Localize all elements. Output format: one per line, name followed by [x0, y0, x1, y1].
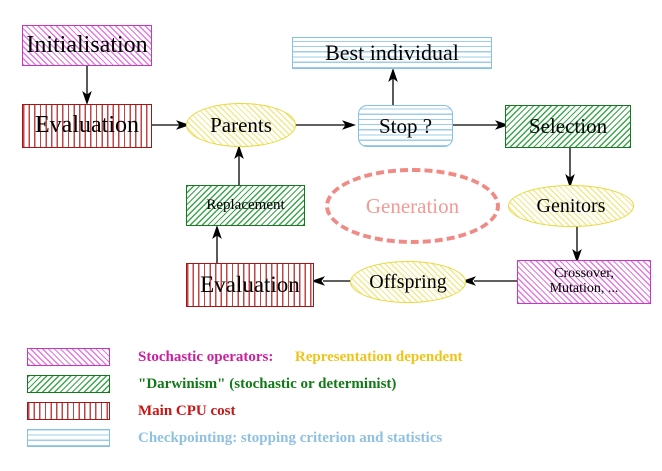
legend-row-main-cpu-cost: Main CPU cost [27, 402, 236, 420]
node-genitors[interactable]: Genitors [508, 185, 634, 227]
node-stop-label: Stop ? [378, 113, 433, 138]
legend-swatch-blue-horizontal-hatch [27, 429, 110, 447]
node-replacement[interactable]: Replacement [186, 185, 305, 226]
node-offspring-label: Offspring [369, 270, 447, 293]
edge-offspring-to-evaluation [311, 274, 355, 288]
node-stop[interactable]: Stop ? [358, 105, 453, 147]
node-evaluation-top[interactable]: Evaluation [22, 104, 152, 148]
edge-stop-to-best-individual [386, 68, 400, 106]
node-parents[interactable]: Parents [186, 103, 296, 147]
edge-selection-to-genitors [563, 147, 577, 189]
legend-swatch-red-vertical-hatch [27, 402, 110, 420]
legend-label-main-cpu-cost: Main CPU cost [138, 402, 236, 419]
node-best-individual[interactable]: Best individual [292, 37, 492, 69]
legend-label-checkpointing: Checkpointing: stopping criterion and st… [138, 429, 443, 446]
legend-swatch-green-hatch [27, 375, 110, 393]
legend-label-stochastic-operators: Stochastic operators: [138, 348, 274, 365]
edge-initialisation-to-evaluation [80, 64, 94, 106]
edge-evaluation-to-replacement [210, 224, 224, 266]
node-evaluation-top-label: Evaluation [35, 112, 139, 139]
legend-row-checkpointing: Checkpointing: stopping criterion and st… [27, 429, 442, 447]
edge-replacement-to-parents [232, 143, 246, 187]
legend-label-representation-dependent: Representation dependent [294, 348, 463, 365]
node-evaluation-bottom[interactable]: Evaluation [186, 263, 314, 307]
node-initialisation[interactable]: Initialisation [22, 25, 152, 66]
edge-evaluation-to-parents [151, 118, 191, 132]
legend-row-darwinism: "Darwinism" (stochastic or determinist) [27, 375, 396, 393]
edge-crossover-to-offspring [462, 274, 520, 288]
legend-label-darwinism: "Darwinism" (stochastic or determinist) [138, 375, 397, 392]
node-selection[interactable]: Selection [505, 105, 631, 148]
node-genitors-label: Genitors [536, 194, 606, 217]
node-selection-label: Selection [528, 114, 608, 139]
node-evaluation-bottom-label: Evaluation [200, 271, 300, 297]
node-crossover-mutation[interactable]: Crossover, Mutation, ... [517, 260, 651, 304]
node-generation-label: Generation [365, 193, 460, 218]
node-replacement-label: Replacement [206, 196, 285, 213]
edge-genitors-to-crossover [570, 224, 584, 264]
node-crossover-label-line2: Mutation, ... [549, 281, 619, 296]
legend-row-stochastic-operators: Stochastic operators: Representation dep… [27, 348, 463, 366]
edge-stop-to-selection [452, 118, 510, 132]
node-generation-boundary: Generation [325, 168, 500, 244]
legend-swatch-magenta-hatch [27, 348, 110, 366]
legend-text-group-stochastic: Stochastic operators: Representation dep… [138, 349, 463, 366]
node-initialisation-label: Initialisation [26, 31, 148, 58]
node-parents-label: Parents [210, 112, 272, 137]
node-crossover-label-line1: Crossover, [554, 266, 614, 282]
node-offspring[interactable]: Offspring [350, 261, 466, 303]
edge-parents-to-stop [295, 118, 357, 132]
node-best-individual-label: Best individual [325, 40, 459, 66]
